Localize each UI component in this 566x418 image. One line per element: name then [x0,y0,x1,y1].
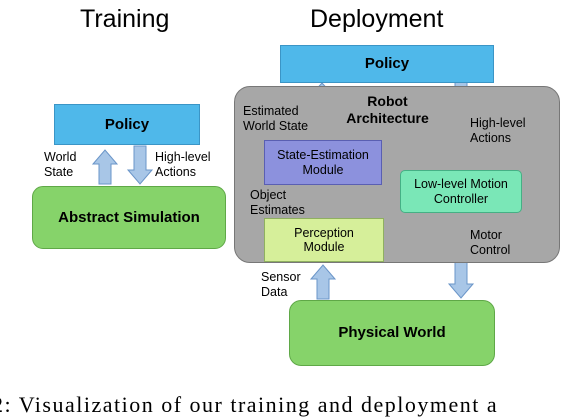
abstract-simulation-label: Abstract Simulation [58,208,200,226]
robot-architecture-label: Robot Architecture [346,93,429,126]
perception-module-label: Perception Module [294,225,354,254]
training-policy-box: Policy [54,104,200,145]
training-policy-label: Policy [104,115,150,133]
training-heading: Training [80,5,170,33]
low-level-controller-box: Low-level Motion Controller [400,170,522,213]
deployment-policy-label: Policy [364,55,410,73]
object-estimates-label: Object Estimates [250,188,305,217]
training-high-level-actions-label: High-level Actions [155,150,211,179]
physical-world-box: Physical World [289,300,495,366]
deployment-high-level-actions-label: High-level Actions [470,116,526,145]
physical-world-label: Physical World [338,324,446,342]
arrow-high-level-actions-down [126,145,154,185]
sensor-data-label: Sensor Data [261,270,301,299]
low-level-controller-label: Low-level Motion Controller [414,177,508,206]
motor-control-label: Motor Control [470,228,511,257]
state-estimation-module-label: State-Estimation Module [277,148,369,177]
arrow-sensor-data-up [309,264,337,300]
perception-module-box: Perception Module [264,218,384,262]
deployment-heading: Deployment [310,5,444,33]
figure-caption: 2: Visualization of our training and dep… [0,392,499,417]
deployment-policy-box: Policy [280,45,494,83]
state-estimation-module-box: State-Estimation Module [264,140,382,185]
abstract-simulation-box: Abstract Simulation [32,186,226,249]
estimated-world-state-label: Estimated World State [243,104,309,133]
training-world-state-label: World State [44,150,77,179]
arrow-world-state-up [91,149,119,185]
